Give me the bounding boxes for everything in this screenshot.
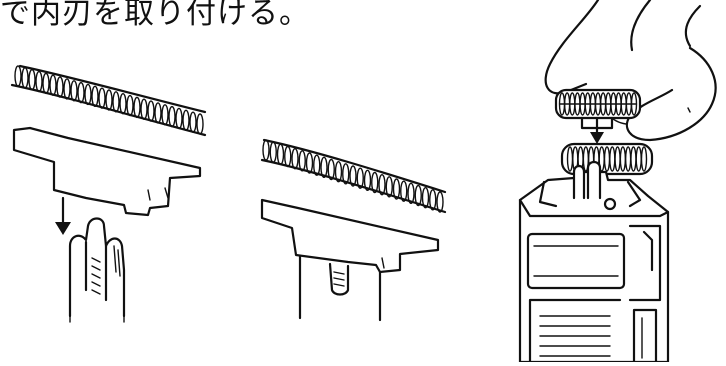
coil-ridge (430, 190, 436, 210)
coil-ridge (43, 73, 49, 93)
coil-ridge (169, 107, 175, 127)
coil-ridge (190, 112, 196, 132)
blade-unit-upper (556, 90, 640, 144)
coil-ridge (64, 79, 70, 99)
coil-ridge (270, 142, 276, 162)
coil-ridge (50, 75, 56, 95)
coil-ridge (328, 160, 334, 180)
coil-ridge (120, 94, 126, 114)
coil-ridge (92, 86, 98, 106)
insert-arrow-icon (55, 198, 71, 235)
blade-coil-1 (12, 66, 205, 135)
blade-holder-2 (262, 200, 438, 272)
coil-ridge (423, 188, 429, 208)
coil-ridge (15, 66, 21, 86)
instruction-heading: で内刃を取り付ける。 (0, 0, 310, 32)
coil-ridge (113, 92, 119, 112)
shaver-body (520, 162, 668, 362)
coil-ridge (155, 103, 161, 123)
coil-ridge (71, 81, 77, 101)
coil-ridge (148, 101, 154, 121)
coil-ridge (307, 153, 313, 173)
coil-ridge (321, 157, 327, 177)
coil-ridge (408, 183, 414, 203)
panel-2-attached (262, 140, 445, 320)
coil-ridge (106, 90, 112, 110)
coil-ridge (183, 110, 189, 130)
coil-ridge (57, 77, 63, 97)
coil-ridge (85, 84, 91, 104)
drive-shaft-2 (300, 256, 380, 320)
coil-ridge (22, 68, 28, 88)
coil-ridge (437, 192, 443, 212)
coil-ridge (127, 96, 133, 116)
coil-ridge (415, 186, 421, 206)
coil-ridge (263, 140, 269, 160)
coil-ridge (278, 144, 284, 164)
coil-ridge (36, 72, 42, 92)
blade-holder-1 (14, 128, 200, 215)
coil-ridge (285, 147, 291, 167)
coil-ridge (29, 70, 35, 90)
panel-1-insert (12, 66, 205, 322)
coil-ridge (78, 83, 84, 103)
blade-coil-2 (262, 140, 445, 212)
coil-ridge (299, 151, 305, 171)
coil-ridge (162, 105, 168, 125)
coil-ridge (292, 149, 298, 169)
coil-ridge (134, 97, 140, 117)
panel-3-shaver (520, 0, 716, 362)
coil-ridge (314, 155, 320, 175)
coil-ridge (141, 99, 147, 119)
coil-ridge (99, 88, 105, 108)
drive-shaft-1 (70, 219, 124, 323)
coil-ridge (176, 108, 182, 128)
coil-ridge (197, 114, 203, 134)
